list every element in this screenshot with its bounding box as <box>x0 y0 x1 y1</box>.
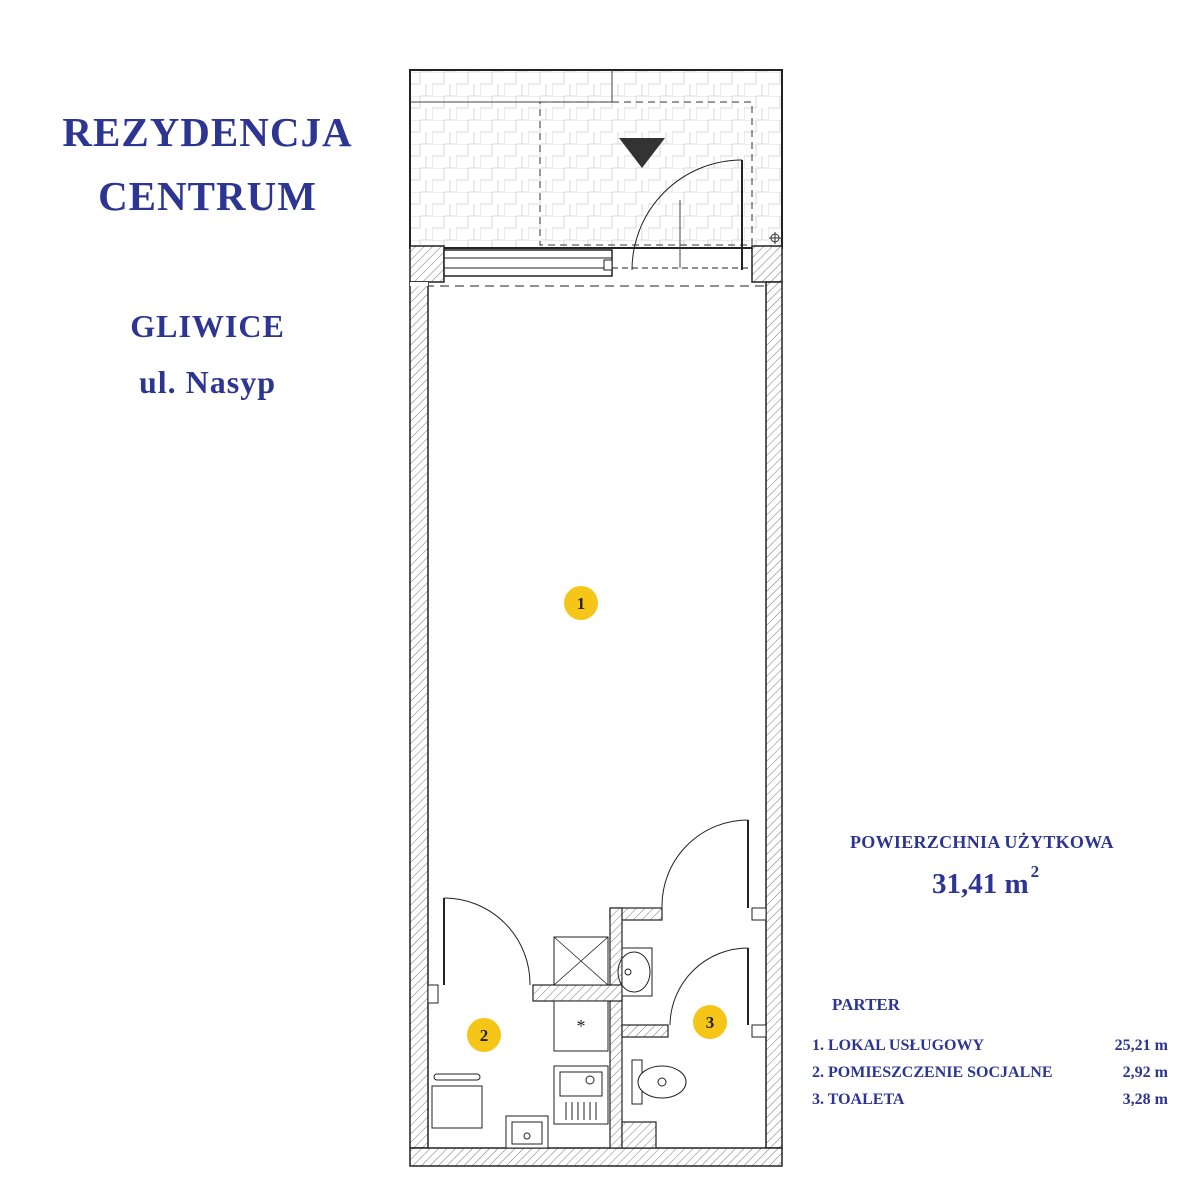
area-unit-superscript: 2 <box>1030 862 1040 881</box>
toilet-icon <box>631 1059 687 1105</box>
room-marker-2: 2 <box>467 1018 501 1052</box>
front-wall-right <box>751 245 783 283</box>
crosshair-icon <box>769 232 781 244</box>
legend-room-label: 1. LOKAL USŁUGOWY <box>812 1037 985 1054</box>
legend-room-area: 3,28 m <box>1122 1091 1168 1108</box>
left-wall <box>409 281 429 1149</box>
total-area-number: 31,41 m <box>932 868 1029 900</box>
total-area-label: POWIERZCHNIA UŻYTKOWA <box>850 832 1114 852</box>
door-room-3 <box>669 947 749 1026</box>
legend-row-room-3: 3. TOALETA 3,28 m <box>812 1091 1168 1109</box>
bottom-wall <box>409 1147 783 1167</box>
room-number: 3 <box>706 1013 715 1032</box>
entrance-arrow-icon <box>619 138 665 168</box>
room-marker-3: 3 <box>693 1005 727 1039</box>
chair-icon <box>431 1073 483 1129</box>
room-marker-1: 1 <box>564 586 598 620</box>
door-hall <box>661 819 749 909</box>
cabinet-icon <box>553 936 609 986</box>
city-name: GLIWICE <box>130 308 285 344</box>
partition-vertical <box>609 907 623 1149</box>
kitchen-symbol: * <box>577 1016 586 1036</box>
partition-kitchen <box>532 984 623 1002</box>
canopy-outline <box>539 101 753 246</box>
legend-row-room-1: 1. LOKAL USŁUGOWY 25,21 m <box>812 1037 1168 1055</box>
room-number: 1 <box>577 594 586 613</box>
wall-notch <box>427 984 439 1004</box>
kitchen-sink-icon <box>553 1065 609 1125</box>
door-room-2 <box>443 897 531 986</box>
title-line-1: REZYDENCJA <box>62 109 353 155</box>
washbasin-icon <box>505 1115 549 1149</box>
floor-label: PARTER <box>832 995 901 1014</box>
front-wall-left <box>409 245 445 283</box>
right-wall <box>765 281 783 1149</box>
legend-room-area: 2,92 m <box>1122 1064 1168 1081</box>
fridge-icon: * <box>553 1000 609 1052</box>
front-window <box>443 249 613 277</box>
terrace-paving <box>409 69 783 249</box>
wall-gap <box>410 282 428 286</box>
entrance-door <box>612 159 752 271</box>
partition-wc-bottom <box>621 1121 657 1149</box>
street-name: ul. Nasyp <box>138 364 277 400</box>
partition-wc <box>621 1024 669 1038</box>
legend-room-label: 2. POMIESZCZENIE SOCJALNE <box>812 1064 1053 1081</box>
legend-row-room-2: 2. POMIESZCZENIE SOCJALNE 2,92 m <box>812 1064 1168 1082</box>
wall-notch <box>751 1024 767 1038</box>
title-line-2: CENTRUM <box>98 173 317 219</box>
legend-room-label: 3. TOALETA <box>812 1091 905 1108</box>
room-number: 2 <box>480 1026 489 1045</box>
wall-notch <box>751 907 767 921</box>
legend-room-area: 25,21 m <box>1114 1037 1168 1054</box>
wc-washbasin-icon <box>617 947 653 997</box>
